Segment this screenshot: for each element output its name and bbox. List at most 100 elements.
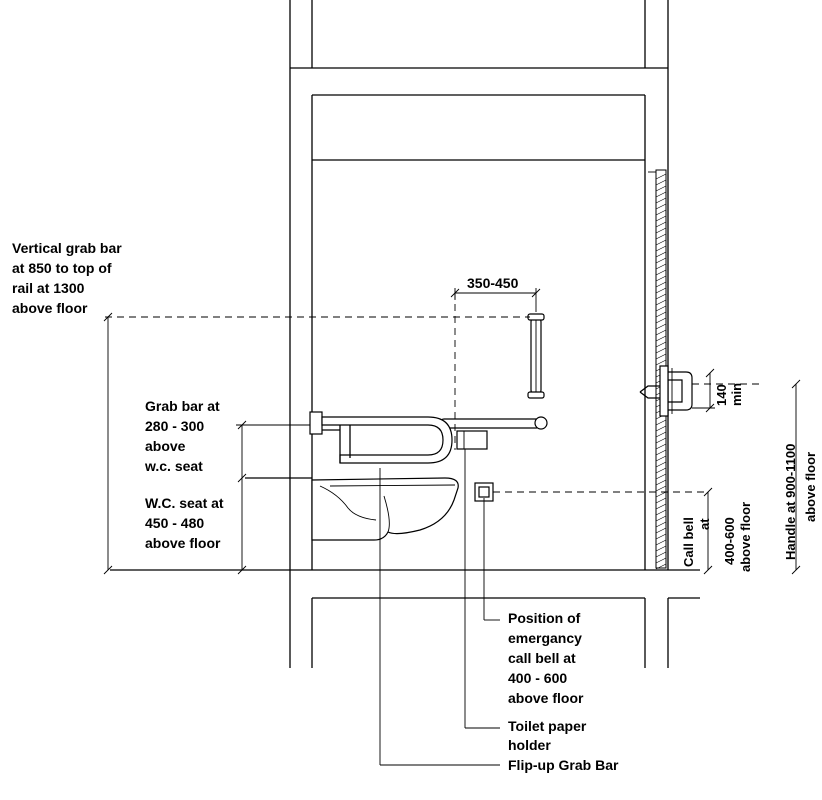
hatch-line: [655, 563, 667, 570]
note-line: holder: [508, 737, 551, 753]
hatch-line: [655, 515, 667, 522]
hatch-line: [655, 503, 667, 510]
hatch-line: [655, 353, 667, 360]
right-dimensions: [692, 368, 801, 575]
hatch-line: [655, 485, 667, 492]
hatch-line: [655, 509, 667, 516]
hatch-line: [655, 359, 667, 366]
note-line: at 850 to top of: [12, 260, 112, 276]
note-line: 450 - 480: [145, 515, 204, 531]
hatch-line: [655, 449, 667, 456]
note-line: emergancy: [508, 630, 582, 646]
note-line: above floor: [508, 690, 584, 706]
dim-line: 400-600: [722, 517, 737, 565]
wall-structure: [110, 0, 700, 668]
note-line: Vertical grab bar: [12, 240, 122, 256]
hatch-line: [655, 533, 667, 540]
hatch-line: [655, 545, 667, 552]
note-line: call bell at: [508, 650, 576, 666]
hatch-line: [655, 293, 667, 300]
hatch-line: [655, 221, 667, 228]
hatch-line: [655, 329, 667, 336]
dim-line: Call bell: [681, 517, 696, 567]
note-line: Grab bar at: [145, 398, 220, 414]
door-handle: [639, 365, 693, 417]
note-line: 280 - 300: [145, 418, 204, 434]
dim-line: above floor: [738, 502, 753, 572]
hatch-line: [655, 491, 667, 498]
hatch-line: [655, 557, 667, 564]
hatch-line: [655, 257, 667, 264]
flip-up-note: Flip-up Grab Bar: [508, 757, 619, 773]
hatch-line: [655, 479, 667, 486]
reference-lines: [105, 292, 760, 493]
dim-line: Handle at 900-1100: [783, 444, 798, 560]
toilet-paper-holder: [456, 430, 488, 450]
toilet-paper-note: Toilet paper holder: [508, 718, 587, 753]
hatch-line: [655, 341, 667, 348]
dim-line: min: [729, 383, 744, 406]
call-bell-dimension: Call bell at 400-600 above floor: [681, 502, 753, 572]
hatch-line: [655, 287, 667, 294]
note-line: above: [145, 438, 186, 454]
left-dimension-chain: [103, 312, 310, 575]
hatch-line: [655, 473, 667, 480]
wc-seat-note: W.C. seat at 450 - 480 above floor: [145, 495, 224, 551]
hatch-line: [655, 323, 667, 330]
note-line: W.C. seat at: [145, 495, 224, 511]
hatch-line: [655, 521, 667, 528]
note-line: above floor: [12, 300, 88, 316]
hatch-line: [655, 497, 667, 504]
emergency-bell-note: Position of emergancy call bell at 400 -…: [508, 610, 584, 706]
grab-bar-note: Grab bar at 280 - 300 above w.c. seat: [144, 398, 220, 474]
hatch-line: [655, 209, 667, 216]
hatch-line: [655, 197, 667, 204]
hatch-line: [655, 467, 667, 474]
note-line: Flip-up Grab Bar: [508, 757, 619, 773]
dim-line: above floor: [803, 452, 818, 522]
hatch-line: [655, 317, 667, 324]
hatch-line: [655, 539, 667, 546]
dim-line: 140: [714, 384, 729, 406]
hatch-line: [655, 173, 667, 180]
hatch-line: [655, 191, 667, 198]
hatch-line: [655, 179, 667, 186]
hatch-line: [655, 335, 667, 342]
note-line: 400 - 600: [508, 670, 567, 686]
hatch-line: [655, 347, 667, 354]
hatch-line: [655, 275, 667, 282]
hatch-line: [655, 269, 667, 276]
handle-height-dimension: Handle at 900-1100 above floor: [783, 444, 818, 560]
note-line: Toilet paper: [508, 718, 587, 734]
hatch-line: [655, 215, 667, 222]
vertical-grab-bar: [527, 313, 545, 399]
hatch-line: [655, 425, 667, 432]
hatch-line: [655, 311, 667, 318]
hatch-line: [655, 263, 667, 270]
hatch-line: [655, 251, 667, 258]
vertical-grab-bar-note: Vertical grab bar at 850 to top of rail …: [12, 240, 122, 316]
note-line: rail at 1300: [12, 280, 85, 296]
hatch-line: [655, 281, 667, 288]
hatch-line: [655, 239, 667, 246]
dimension-350-450: 350-450: [450, 275, 541, 312]
hatch-line: [655, 227, 667, 234]
leader-lines: [379, 449, 500, 766]
hatch-line: [655, 305, 667, 312]
hatch-line: [655, 443, 667, 450]
hatch-line: [655, 461, 667, 468]
hatch-line: [655, 431, 667, 438]
hatch-line: [655, 527, 667, 534]
wc-pan: [245, 477, 459, 541]
horizontal-grab-bar: [439, 416, 548, 430]
hatch-line: [655, 185, 667, 192]
handle-min-dimension: 140 min: [714, 383, 744, 406]
hatch-line: [655, 455, 667, 462]
hatch-line: [655, 299, 667, 306]
hatch-line: [655, 419, 667, 426]
hatch-line: [655, 233, 667, 240]
hatch-line: [655, 203, 667, 210]
hatch-line: [655, 437, 667, 444]
dim-line: at: [697, 518, 712, 530]
